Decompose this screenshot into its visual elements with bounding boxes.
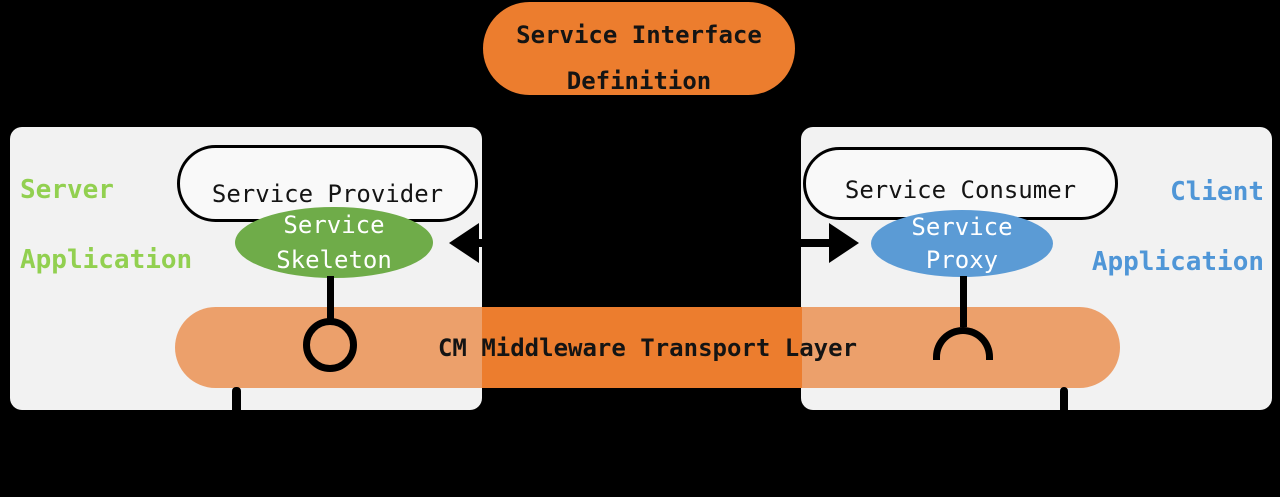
service-proxy-label-line1: Service [911, 212, 1013, 241]
service-provider-label: Service Provider [211, 180, 444, 208]
skeleton-connector-line [327, 276, 334, 319]
service-proxy-label-line2: Proxy [925, 245, 999, 274]
service-interface-definition-box: Service Interface Definition [483, 2, 795, 95]
server-role-label-line1: Server [20, 175, 114, 205]
service-interface-definition-label-line1: Service Interface [516, 21, 762, 49]
provided-interface-lollipop-icon [303, 318, 357, 372]
service-skeleton-ellipse: Service Skeleton [235, 207, 433, 278]
service-consumer-label: Service Consumer [844, 176, 1077, 204]
proxy-connector-line [960, 276, 967, 327]
service-proxy-ellipse: Service Proxy [871, 210, 1053, 277]
server-role-label-line2: Application [20, 245, 193, 275]
left-arrow-icon [449, 223, 479, 263]
client-panel-bottom-connector-line [1060, 387, 1068, 415]
right-arrow-icon [829, 223, 859, 263]
service-skeleton-label-line1: Service [283, 210, 385, 239]
service-interface-definition-label-line2: Definition [566, 67, 712, 95]
left-arrow-shaft [477, 239, 642, 247]
client-role-label-line1: Client [1170, 177, 1264, 207]
client-role-label-line2: Application [1091, 247, 1264, 277]
required-interface-socket-icon [933, 327, 993, 360]
server-panel-bottom-connector-line [232, 387, 241, 415]
service-consumer-capsule: Service Consumer [803, 147, 1118, 220]
transport-layer-label: CM Middleware Transport Layer [437, 333, 858, 362]
service-skeleton-label-line2: Skeleton [276, 245, 392, 274]
right-arrow-shaft [662, 239, 830, 247]
